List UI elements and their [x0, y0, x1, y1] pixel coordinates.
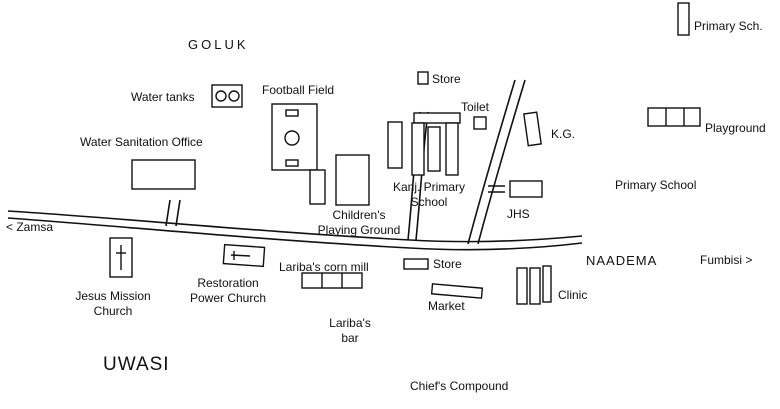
market-building — [430, 283, 484, 299]
water-tank-1 — [215, 90, 227, 102]
corn-mill-building — [301, 272, 363, 289]
label-laribas-bar: Lariba's bar — [310, 317, 390, 345]
label-water-sanitation-office: Water Sanitation Office — [80, 135, 203, 149]
label-football-field: Football Field — [262, 83, 335, 97]
label-fumbisi: Fumbisi > — [700, 253, 753, 267]
primary-sch-building — [677, 2, 690, 36]
label-primary-school: Primary School — [615, 178, 697, 192]
label-restoration-line1: Restoration — [197, 276, 259, 290]
label-market: Market — [428, 299, 465, 313]
main-road — [7, 210, 583, 243]
store-top-building — [417, 71, 429, 85]
football-field-circle — [284, 130, 300, 146]
label-childrens-playing-ground: Children's Playing Ground — [314, 209, 404, 237]
label-restoration-line2: Power Church — [189, 291, 267, 305]
road-spur-jhs — [488, 185, 505, 193]
label-kanj-primary-school: Kanj. Primary School — [384, 181, 474, 209]
label-laribas-bar-line2: bar — [341, 331, 359, 345]
label-water-tanks: Water tanks — [131, 90, 195, 104]
label-store-top: Store — [432, 72, 461, 86]
label-goluk: GOLUK — [188, 37, 249, 52]
label-jesus-mission-line2: Church — [93, 304, 133, 318]
football-field-goal-top — [285, 109, 299, 117]
label-restoration-power-church: Restoration Power Church — [180, 277, 276, 305]
label-clinic: Clinic — [558, 288, 588, 302]
childrens-playing-ground-building — [335, 154, 370, 206]
kanj-building-mid-right — [445, 122, 459, 176]
kg-building — [523, 111, 542, 147]
main-road-edge — [7, 217, 583, 251]
kanj-building-left — [387, 121, 403, 169]
clinic-building-3 — [542, 265, 552, 303]
road-branch-east — [467, 79, 516, 245]
water-tank-2 — [228, 90, 240, 102]
label-naadema: NAADEMA — [586, 253, 658, 268]
kanj-building-top — [413, 112, 461, 124]
label-childrens-playing-ground-line1: Children's — [332, 208, 386, 222]
clinic-building-1 — [516, 267, 528, 305]
label-kg: K.G. — [551, 127, 576, 141]
label-childrens-playing-ground-line2: Playing Ground — [317, 223, 401, 237]
label-jesus-mission-church: Jesus Mission Church — [62, 290, 164, 318]
water-sanitation-office-building — [131, 159, 196, 190]
label-chiefs-compound: Chief's Compound — [410, 379, 509, 393]
label-playground: Playground — [705, 121, 766, 135]
kanj-building-mid-left — [411, 122, 425, 176]
jhs-building — [509, 180, 543, 198]
label-jesus-mission-line1: Jesus Mission — [75, 289, 151, 303]
store-bottom-building — [403, 258, 429, 270]
label-uwasi: UWASI — [103, 354, 170, 375]
clinic-building-2 — [529, 267, 541, 305]
label-kanj-primary-school-line1: Kanj. Primary — [392, 180, 466, 194]
road-branch-east-edge — [477, 79, 526, 245]
label-kanj-primary-school-line2: School — [410, 195, 448, 209]
label-store-bottom: Store — [433, 257, 462, 271]
playing-ground-small — [309, 169, 326, 205]
label-zamsa: < Zamsa — [6, 220, 54, 234]
road-branch-left — [165, 199, 181, 227]
label-laribas-bar-line1: Lariba's — [329, 316, 371, 330]
playground-building — [647, 107, 701, 127]
toilet-building — [473, 116, 487, 130]
football-field-goal-bottom — [285, 159, 299, 167]
label-primary-sch: Primary Sch. — [694, 19, 763, 33]
label-jhs: JHS — [507, 207, 530, 221]
label-laribas-corn-mill: Lariba's corn mill — [279, 260, 369, 274]
kanj-building-inner — [427, 126, 441, 172]
label-toilet: Toilet — [461, 100, 490, 114]
